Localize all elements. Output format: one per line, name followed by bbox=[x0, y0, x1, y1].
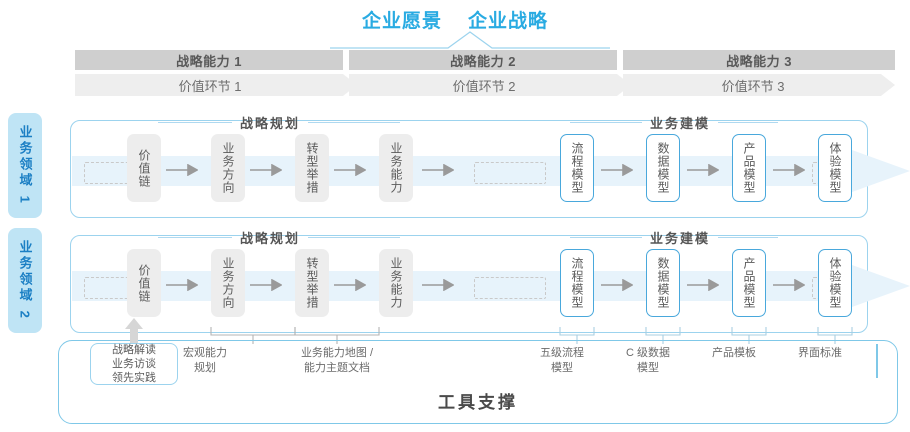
tool-pill-line-3: 领先实践 bbox=[112, 372, 156, 384]
node-product-model-2[interactable]: 产品模型 bbox=[732, 249, 766, 317]
node-business-capability-1[interactable]: 业务能力 bbox=[379, 134, 413, 202]
arrow-icon bbox=[166, 279, 198, 291]
node-process-model-1[interactable]: 流程模型 bbox=[560, 134, 594, 202]
value-chain-chevron-3[interactable]: 价值环节 3 bbox=[623, 74, 895, 96]
section-title-planning-2: 战略规划 bbox=[240, 230, 301, 246]
node-business-direction-1[interactable]: 业务方向 bbox=[211, 134, 245, 202]
tool-label-line-2: 模型 bbox=[637, 362, 659, 374]
arrow-icon bbox=[422, 279, 454, 291]
section-caption-planning-1: 战略规划 bbox=[158, 114, 401, 131]
arrow-icon bbox=[250, 279, 282, 291]
tool-support-container bbox=[58, 340, 898, 424]
arrow-icon bbox=[773, 279, 805, 291]
node-business-capability-2[interactable]: 业务能力 bbox=[379, 249, 413, 317]
caption-line-left bbox=[158, 121, 232, 123]
value-chain-chevron-1[interactable]: 价值环节 1 bbox=[75, 74, 357, 96]
tool-label-line-1: 五级流程 bbox=[540, 347, 584, 359]
tool-pill-line-2: 业务访谈 bbox=[112, 358, 156, 370]
section-caption-modeling-1: 业务建模 bbox=[570, 114, 779, 131]
section-title-planning-1: 战略规划 bbox=[240, 115, 301, 131]
tool-pill-strategy[interactable]: 战略解读 业务访谈 领先实践 bbox=[90, 343, 178, 385]
arrow-icon bbox=[422, 164, 454, 176]
arrow-icon bbox=[601, 164, 633, 176]
up-arrow-icon bbox=[125, 318, 143, 346]
arrow-icon bbox=[334, 279, 366, 291]
value-chain-chevron-2[interactable]: 价值环节 2 bbox=[349, 74, 631, 96]
value-chain-label-3: 价值环节 3 bbox=[721, 78, 785, 94]
tool-label-ui-standard: 界面标准 bbox=[770, 346, 870, 361]
arrow-icon bbox=[334, 164, 366, 176]
enterprise-vision-title: 企业愿景 bbox=[361, 11, 442, 32]
capability-cell-3[interactable]: 战略能力 3 bbox=[623, 50, 895, 70]
node-product-model-1[interactable]: 产品模型 bbox=[732, 134, 766, 202]
vision-connector-lines bbox=[330, 31, 610, 49]
tool-label-product-template: 产品模板 bbox=[684, 346, 784, 361]
node-experience-model-2[interactable]: 体验模型 bbox=[818, 249, 852, 317]
caption-line-right bbox=[718, 236, 779, 238]
tool-label-five-level-process: 五级流程 模型 bbox=[512, 346, 612, 376]
caption-line-left bbox=[570, 236, 642, 238]
placeholder-rail-mid-2 bbox=[474, 277, 546, 299]
capability-cell-1[interactable]: 战略能力 1 bbox=[75, 50, 343, 70]
right-accent-bar bbox=[876, 344, 878, 378]
node-business-direction-2[interactable]: 业务方向 bbox=[211, 249, 245, 317]
node-data-model-2[interactable]: 数据模型 bbox=[646, 249, 680, 317]
value-chain-label-2: 价值环节 2 bbox=[452, 78, 516, 94]
section-caption-planning-2: 战略规划 bbox=[158, 229, 401, 246]
tool-label-line-2: 模型 bbox=[551, 362, 573, 374]
tool-label-line-1: C 级数据 bbox=[626, 347, 670, 359]
tool-label-c-level-data: C 级数据 模型 bbox=[598, 346, 698, 376]
arrow-icon bbox=[250, 164, 282, 176]
tool-pill-line-1: 战略解读 bbox=[112, 344, 156, 356]
section-title-modeling-2: 业务建模 bbox=[650, 230, 711, 246]
section-title-modeling-1: 业务建模 bbox=[650, 115, 711, 131]
arrow-icon bbox=[687, 164, 719, 176]
domain-row-1: 战略规划 业务建模 价值链 业务方向 转型举措 业务能力 流程模型 数据模型 产… bbox=[70, 112, 910, 220]
caption-line-left bbox=[570, 121, 642, 123]
section-caption-modeling-2: 业务建模 bbox=[570, 229, 779, 246]
domain-tab-2[interactable]: 业务领域 2 bbox=[8, 228, 42, 333]
tool-label-line-1: 宏观能力 bbox=[183, 347, 227, 359]
capability-band: 战略能力 1 战略能力 2 战略能力 3 bbox=[75, 50, 895, 70]
node-data-model-1[interactable]: 数据模型 bbox=[646, 134, 680, 202]
arrow-icon bbox=[601, 279, 633, 291]
top-titles: 企业愿景 企业战略 bbox=[0, 6, 910, 33]
tool-label-line-1: 界面标准 bbox=[798, 347, 842, 359]
node-transformation-measures-1[interactable]: 转型举措 bbox=[295, 134, 329, 202]
caption-line-right bbox=[718, 121, 779, 123]
tool-label-line-1: 业务能力地图 / bbox=[300, 347, 374, 359]
tool-support-title: 工具支撑 bbox=[438, 393, 518, 412]
caption-line-left bbox=[158, 236, 232, 238]
tool-label-line-1: 产品模板 bbox=[712, 347, 756, 359]
caption-line-right bbox=[308, 121, 401, 123]
process-flow-arrow-2 bbox=[72, 265, 910, 307]
tool-label-macro-capability: 宏观能力 规划 bbox=[145, 346, 265, 376]
arrow-icon bbox=[773, 164, 805, 176]
value-chain-label-1: 价值环节 1 bbox=[178, 78, 242, 94]
node-process-model-2[interactable]: 流程模型 bbox=[560, 249, 594, 317]
tool-label-line-2: 规划 bbox=[194, 362, 216, 374]
caption-line-right bbox=[308, 236, 401, 238]
node-value-chain-1[interactable]: 价值链 bbox=[127, 134, 161, 202]
enterprise-strategy-title: 企业战略 bbox=[468, 11, 549, 32]
bracket-connectors bbox=[210, 327, 853, 344]
tool-label-capability-map: 业务能力地图 / 能力主题文档 bbox=[272, 346, 402, 376]
node-experience-model-1[interactable]: 体验模型 bbox=[818, 134, 852, 202]
process-flow-arrow-1 bbox=[72, 150, 910, 192]
value-chain-band: 价值环节 1 价值环节 2 价值环节 3 bbox=[75, 74, 895, 96]
tool-label-line-2: 能力主题文档 bbox=[304, 362, 370, 374]
placeholder-rail-mid-1 bbox=[474, 162, 546, 184]
domain-row-2: 战略规划 业务建模 价值链 业务方向 转型举措 业务能力 流程模型 数据模型 产… bbox=[70, 227, 910, 335]
node-value-chain-2[interactable]: 价值链 bbox=[127, 249, 161, 317]
arrow-icon bbox=[166, 164, 198, 176]
domain-tab-1[interactable]: 业务领域 1 bbox=[8, 113, 42, 218]
arrow-icon bbox=[687, 279, 719, 291]
node-transformation-measures-2[interactable]: 转型举措 bbox=[295, 249, 329, 317]
capability-cell-2[interactable]: 战略能力 2 bbox=[349, 50, 617, 70]
